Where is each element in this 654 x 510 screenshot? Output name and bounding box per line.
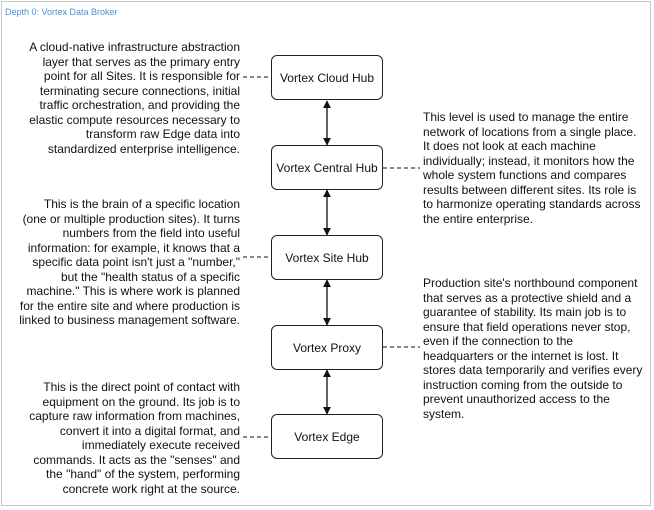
node-site-hub[interactable]: Vortex Site Hub <box>271 235 383 280</box>
note-proxy: Production site's northbound component t… <box>423 276 643 421</box>
node-proxy[interactable]: Vortex Proxy <box>271 325 383 370</box>
node-central-hub[interactable]: Vortex Central Hub <box>271 145 383 190</box>
note-central: This level is used to manage the entire … <box>423 110 641 226</box>
note-cloud: A cloud-native infrastructure abstractio… <box>29 40 240 156</box>
note-edge: This is the direct point of contact with… <box>29 380 240 496</box>
page-title: Depth 0: Vortex Data Broker <box>5 7 118 17</box>
node-edge[interactable]: Vortex Edge <box>271 414 383 459</box>
note-site: This is the brain of a specific location… <box>19 197 240 327</box>
node-cloud-hub[interactable]: Vortex Cloud Hub <box>271 55 383 100</box>
